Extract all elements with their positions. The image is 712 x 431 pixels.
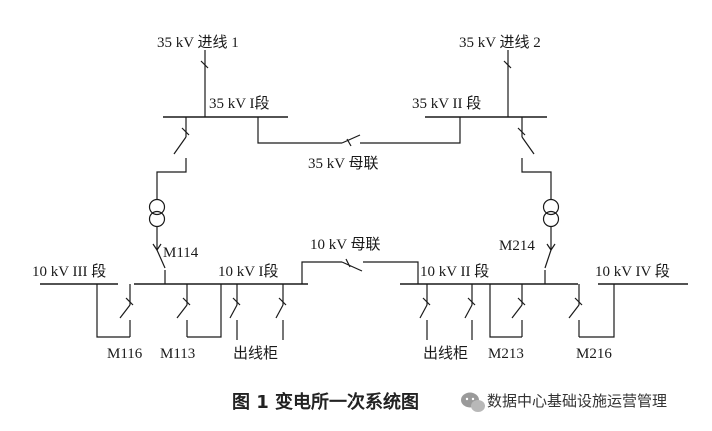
outgoing-feeder-right-2 <box>464 284 476 340</box>
switch-m213 <box>489 284 526 338</box>
transformer-right-lower-coil <box>542 210 560 228</box>
switch-m113 <box>176 284 222 338</box>
incoming-line-1 <box>200 50 209 117</box>
transformer-feeder-right <box>517 117 560 284</box>
label-bus-35kv-section-2: 35 kV II 段 <box>412 95 481 112</box>
label-outgoing-cabinet-left: 出线柜 <box>233 345 278 362</box>
switch-m116 <box>96 284 134 338</box>
figure-caption: 图 1 变电所一次系统图 <box>232 391 419 413</box>
label-incoming-line-1: 35 kV 进线 1 <box>157 34 239 51</box>
watermark-text: 数据中心基础设施运营管理 <box>487 392 667 410</box>
transformer-left-upper-coil <box>148 198 166 216</box>
transformer-right-upper-coil <box>542 198 560 216</box>
label-bus-tie-10kv: 10 kV 母联 <box>310 236 381 253</box>
label-m213: M213 <box>488 346 524 362</box>
outgoing-feeder-left-1 <box>229 284 241 340</box>
label-bus-10kv-section-3: 10 kV III 段 <box>32 263 106 280</box>
label-bus-10kv-section-1: 10 kV I段 <box>218 263 279 280</box>
watermark: 数据中心基础设施运营管理 <box>461 392 667 412</box>
outgoing-feeder-left-2 <box>275 284 287 340</box>
label-m216: M216 <box>576 346 612 362</box>
label-bus-10kv-section-2: 10 kV II 段 <box>420 263 489 280</box>
label-m116: M116 <box>107 346 143 362</box>
bus-tie-10kv <box>301 258 419 284</box>
transformer-left-lower-coil <box>148 210 166 228</box>
outgoing-feeder-right-1 <box>419 284 431 340</box>
bus-tie-35kv <box>257 117 461 147</box>
label-m114: M114 <box>163 245 199 261</box>
switch-m216 <box>568 284 615 338</box>
label-bus-tie-35kv: 35 kV 母联 <box>308 155 379 172</box>
label-m113: M113 <box>160 346 195 362</box>
transformer-feeder-left <box>148 117 190 284</box>
wechat-icon <box>461 392 485 412</box>
label-bus-10kv-section-4: 10 kV IV 段 <box>595 263 670 280</box>
label-bus-35kv-section-1: 35 kV I段 <box>209 95 270 112</box>
label-outgoing-cabinet-right: 出线柜 <box>423 345 468 362</box>
incoming-line-2 <box>503 50 512 117</box>
label-incoming-line-2: 35 kV 进线 2 <box>459 34 541 51</box>
label-m214: M214 <box>499 238 535 254</box>
